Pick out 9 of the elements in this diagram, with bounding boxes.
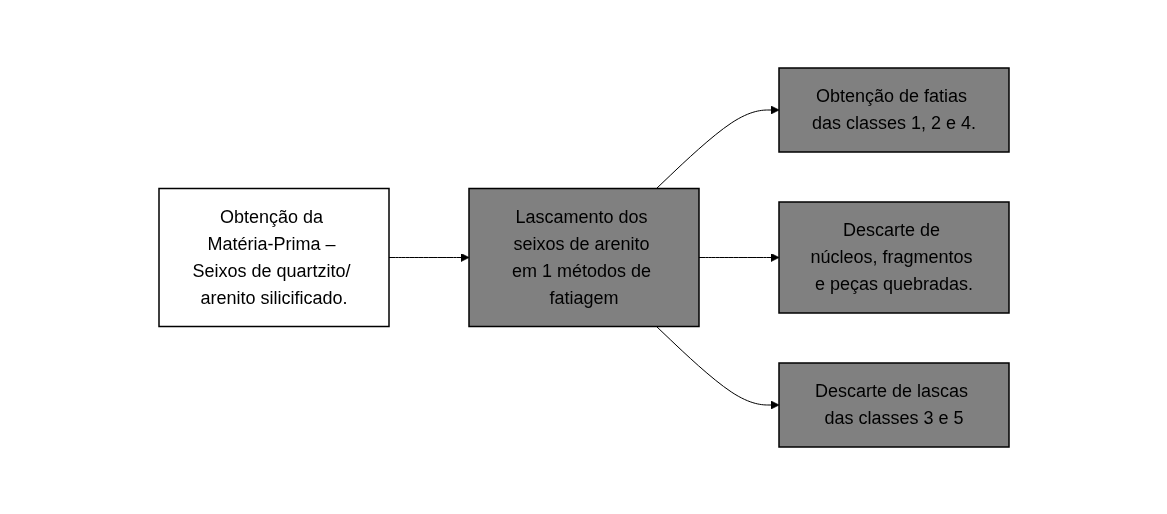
node-box: Descarte de lascas das classes 3 e 5 — [777, 361, 1010, 448]
arrow — [698, 252, 779, 262]
node-box: Obtenção da Matéria-Prima – Seixos de quartzito/ arenito silicificado. — [157, 187, 390, 327]
node-box: Lascamento dos seixos de arenito em 1 métodos de fatiagem — [467, 187, 700, 327]
node-box: Obtenção de fatias das classes 1, 2 e 4. — [777, 66, 1010, 153]
node-box: Descarte de núcleos, fragmentos e peças quebradas. — [777, 200, 1010, 314]
arrow — [655, 105, 779, 189]
arrow — [655, 325, 779, 409]
arrow — [388, 252, 469, 262]
